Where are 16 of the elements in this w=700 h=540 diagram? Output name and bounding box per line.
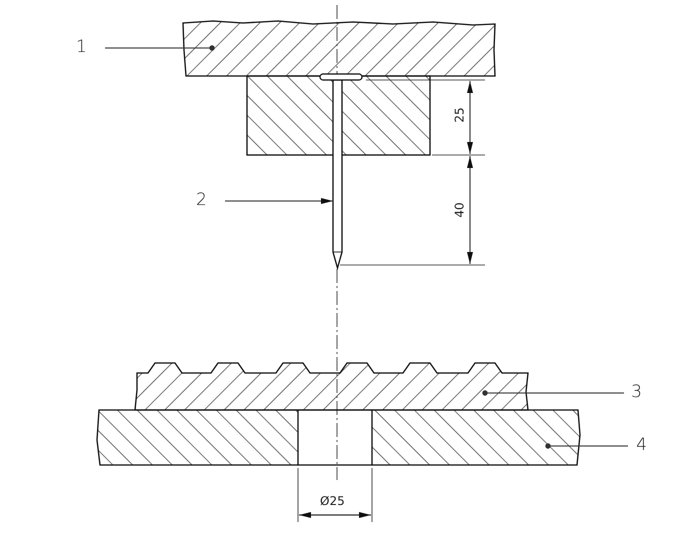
leader-line (545, 443, 628, 449)
nail-drawing (333, 80, 342, 268)
ribbed-mat-section (135, 360, 530, 410)
leader-line (482, 390, 624, 396)
leader-line (224, 198, 334, 204)
spacer-block (247, 76, 430, 155)
dimension-value: Ø25 (320, 494, 345, 508)
callout-number: 4 (628, 434, 647, 456)
leader-line (104, 45, 215, 51)
callout-number: 1 (76, 36, 105, 58)
dimension-value: 40 (452, 202, 467, 218)
base-plate-section (97, 410, 580, 466)
ceiling-plate-section (183, 20, 495, 76)
dimension-value: 25 (452, 107, 467, 123)
callout-number: 2 (196, 189, 225, 211)
callout-number: 3 (624, 381, 642, 403)
